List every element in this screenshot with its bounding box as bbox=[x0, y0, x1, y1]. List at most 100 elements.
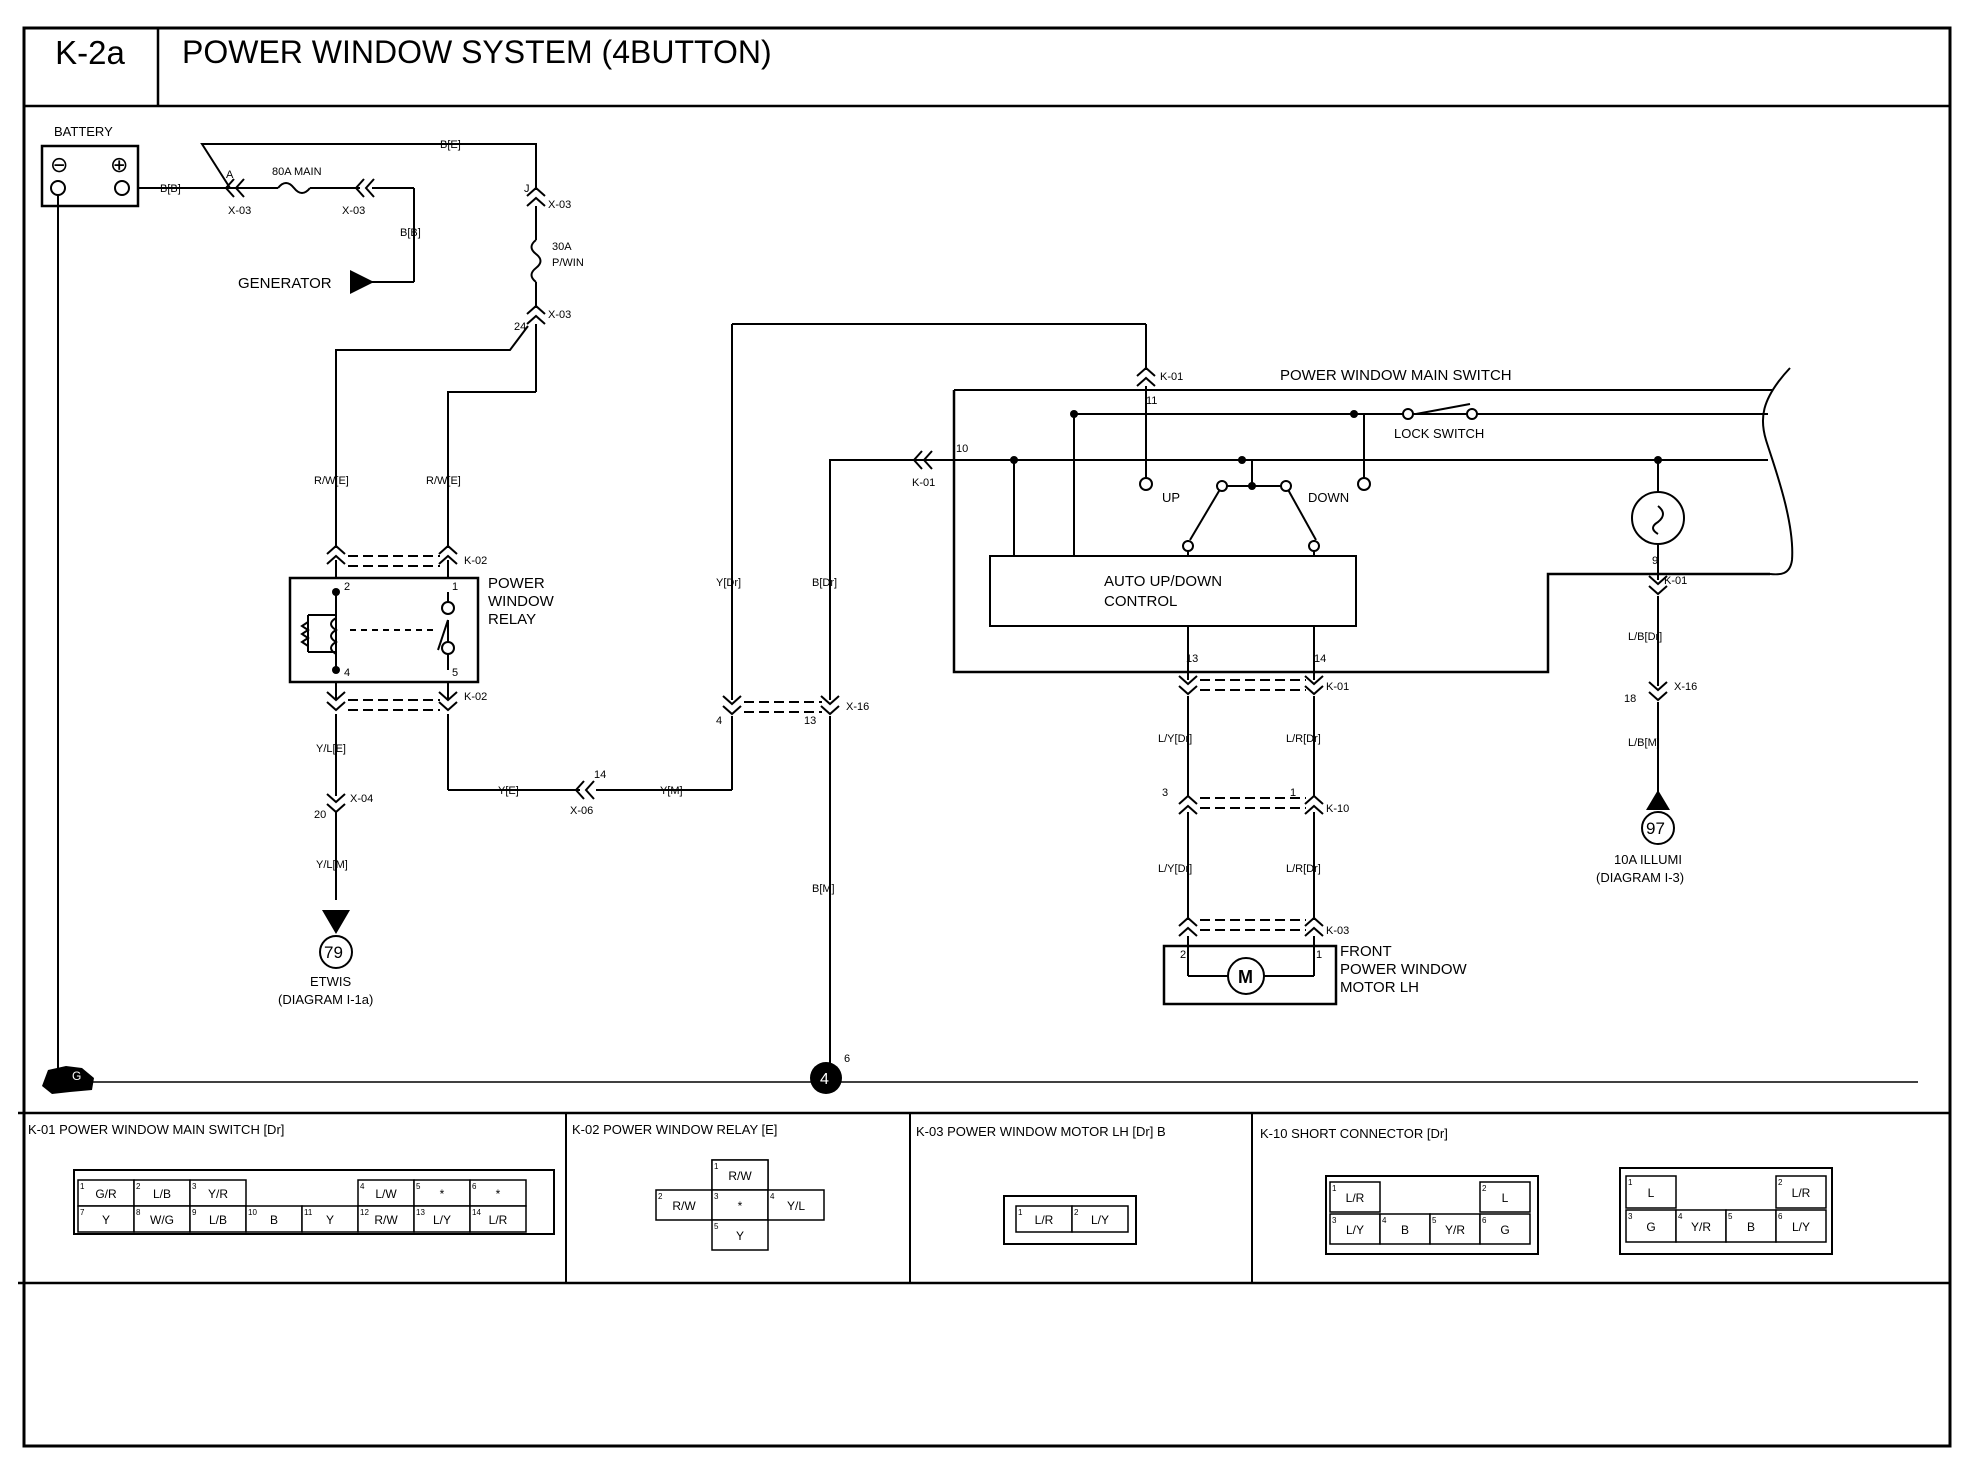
wire-label: Y[M] bbox=[660, 785, 683, 797]
illumi-label-2: (DIAGRAM I-3) bbox=[1596, 870, 1684, 885]
motor-label-3: MOTOR LH bbox=[1340, 979, 1419, 996]
pin-number: 2 bbox=[344, 581, 350, 593]
pin-number: 4 bbox=[360, 1182, 365, 1191]
connector-label: K-01 bbox=[1326, 681, 1349, 693]
pin-number: 2 bbox=[658, 1192, 663, 1201]
connector-label: K-01 bbox=[1160, 371, 1183, 383]
battery-pos-icon: ⊕ bbox=[110, 152, 128, 177]
k01-title: K-01 POWER WINDOW MAIN SWITCH [Dr] bbox=[28, 1122, 284, 1137]
wire-color-label: Y bbox=[736, 1229, 744, 1243]
pin-number: 2 bbox=[1074, 1208, 1079, 1217]
motor-circle bbox=[1227, 957, 1265, 995]
pin-number: 7 bbox=[80, 1208, 85, 1217]
connector-cell bbox=[1071, 1205, 1129, 1233]
pin-number: 10 bbox=[956, 443, 968, 455]
connector-cell bbox=[1625, 1175, 1677, 1209]
wire-label: L/B[M] bbox=[1628, 737, 1660, 749]
illumi-label-1: 10A ILLUMI bbox=[1614, 852, 1682, 867]
pin-number: 6 bbox=[472, 1182, 477, 1191]
motor-label-1: FRONT bbox=[1340, 943, 1392, 960]
pin-number: 1 bbox=[714, 1162, 719, 1171]
wire-label: L/Y[Dr] bbox=[1158, 863, 1192, 875]
connector-cell bbox=[1379, 1213, 1431, 1245]
wire-color-label: Y/L bbox=[787, 1199, 805, 1213]
pin-number: 1 bbox=[1018, 1208, 1023, 1217]
illumi-ref-circle bbox=[1641, 811, 1675, 845]
up-label: UP bbox=[1162, 490, 1180, 505]
wire-color-label: R/W bbox=[374, 1213, 398, 1227]
generator-arrow-icon bbox=[350, 270, 374, 294]
wire-color-label: Y/R bbox=[1691, 1220, 1711, 1234]
connector-cell bbox=[189, 1205, 247, 1233]
wire-color-label: L/Y bbox=[1091, 1213, 1109, 1227]
pin-number: 2 bbox=[1778, 1178, 1783, 1187]
connector-label: K-01 bbox=[912, 477, 935, 489]
pin-number: 1 bbox=[80, 1182, 85, 1191]
k02-title: K-02 POWER WINDOW RELAY [E] bbox=[572, 1122, 777, 1137]
pin-number: 24 bbox=[514, 321, 526, 333]
wire-color-label: R/W bbox=[672, 1199, 696, 1213]
connector-label: X-16 bbox=[846, 701, 869, 713]
connector-cell bbox=[77, 1179, 135, 1207]
illumi-arrow-icon bbox=[1646, 790, 1670, 810]
fuse-pwin-label-b: P/WIN bbox=[552, 257, 584, 269]
connector-cell bbox=[413, 1205, 471, 1233]
motor-m-label: M bbox=[1238, 967, 1253, 987]
main-switch-label: POWER WINDOW MAIN SWITCH bbox=[1280, 367, 1512, 384]
k03-title: K-03 POWER WINDOW MOTOR LH [Dr] B bbox=[916, 1124, 1166, 1139]
wire-color-label: L/R bbox=[1346, 1191, 1365, 1205]
wire-label: R/W[E] bbox=[314, 475, 349, 487]
wire-color-label: W/G bbox=[150, 1213, 174, 1227]
etwis-label-1: ETWIS bbox=[310, 974, 351, 989]
connector-cell bbox=[413, 1179, 471, 1207]
lock-switch-label: LOCK SWITCH bbox=[1394, 426, 1484, 441]
connector-label: X-03 bbox=[228, 205, 251, 217]
connector-label: K-02 bbox=[464, 691, 487, 703]
wire-color-label: Y/R bbox=[208, 1187, 228, 1201]
fuse-main-label: 80A MAIN bbox=[272, 166, 322, 178]
connector-label: K-01 bbox=[1664, 575, 1687, 587]
terminals bbox=[50, 180, 1478, 655]
connector-cell bbox=[469, 1205, 527, 1233]
pin-number: 6 bbox=[1778, 1212, 1783, 1221]
pin-number: 14 bbox=[472, 1208, 481, 1217]
connector-cell bbox=[469, 1179, 527, 1207]
connector-label: X-03 bbox=[342, 205, 365, 217]
pin-number: 3 bbox=[1628, 1212, 1633, 1221]
pin-number: 8 bbox=[136, 1208, 141, 1217]
down-label: DOWN bbox=[1308, 490, 1349, 505]
pin-number: 14 bbox=[1314, 653, 1326, 665]
connector-label: K-02 bbox=[464, 555, 487, 567]
wire-color-label: L/W bbox=[375, 1187, 397, 1201]
wires bbox=[40, 143, 1918, 1083]
pin-number: J bbox=[524, 183, 530, 195]
battery-label: BATTERY bbox=[54, 124, 113, 139]
connector-cell bbox=[1479, 1181, 1531, 1213]
wire-label: R/W[E] bbox=[426, 475, 461, 487]
pin-number: 10 bbox=[248, 1208, 257, 1217]
battery-neg-icon: ⊖ bbox=[50, 152, 68, 177]
wire-label: B[Dr] bbox=[812, 577, 837, 589]
page-border bbox=[18, 26, 1952, 1448]
etwis-ref-label: 79 bbox=[324, 943, 343, 962]
pin-number: 5 bbox=[452, 667, 458, 679]
pin-number: 1 bbox=[1628, 1178, 1633, 1187]
connector-cell bbox=[1479, 1213, 1531, 1245]
connector-label: X-04 bbox=[350, 793, 373, 805]
illumi-ref-label: 97 bbox=[1646, 819, 1665, 838]
wire-color-label: G bbox=[1646, 1220, 1655, 1234]
wire-color-label: L bbox=[1648, 1186, 1655, 1200]
pin-number: 2 bbox=[1180, 949, 1186, 961]
wire-color-label: G bbox=[1500, 1223, 1509, 1237]
pin-number: 12 bbox=[360, 1208, 369, 1217]
connector-label: K-03 bbox=[1326, 925, 1349, 937]
pin-number: 4 bbox=[1678, 1212, 1683, 1221]
pin-number: 2 bbox=[136, 1182, 141, 1191]
pin-number: 3 bbox=[1332, 1216, 1337, 1225]
wire-color-label: R/W bbox=[728, 1169, 752, 1183]
connector-cell bbox=[1429, 1213, 1481, 1245]
pin-number: 1 bbox=[1332, 1184, 1337, 1193]
wire-label: Y[E] bbox=[498, 785, 519, 797]
pin-number: 1 bbox=[1316, 949, 1322, 961]
